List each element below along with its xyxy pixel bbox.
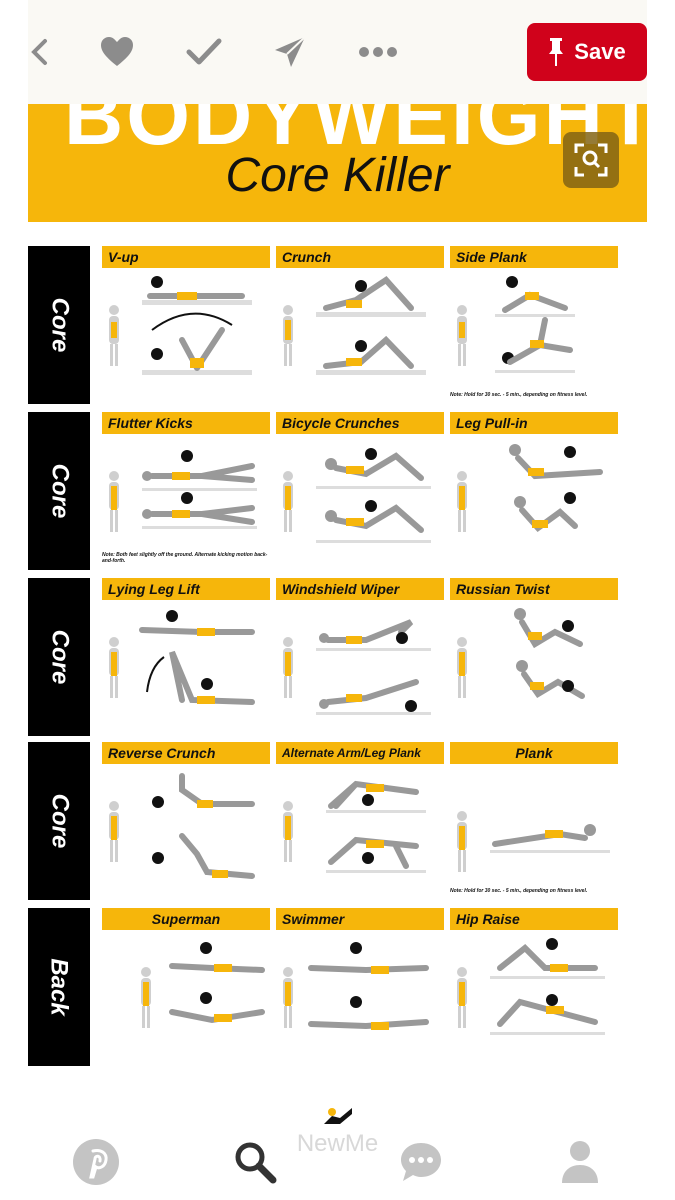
exercise-row-1: Core V-up Crunch: [28, 246, 647, 404]
exercise-flutter-kicks: Flutter Kicks Note: Both feet slightly o…: [102, 412, 270, 570]
exercise-illustration: [283, 619, 431, 715]
exercise-row-3: Core Lying Leg Lift Windshield Wiper: [28, 578, 647, 736]
back-icon[interactable]: [18, 30, 62, 74]
logo-icon: [323, 1108, 352, 1124]
exercise-illustration: [457, 811, 610, 872]
check-icon[interactable]: [182, 30, 226, 74]
poster-header: BODYWEIGHT Core Killer: [28, 104, 647, 222]
exercise-side-plank: Side Plank Note: Hold for 30 sec. - 5 mi…: [450, 246, 618, 404]
exercise-illustration: [109, 610, 255, 705]
messages-icon[interactable]: [393, 1134, 449, 1190]
exercise-illustration: [457, 276, 575, 373]
top-toolbar: Save: [0, 0, 675, 104]
exercise-leg-pull-in: Leg Pull-in: [450, 412, 618, 570]
exercise-superman: Superman: [102, 908, 270, 1066]
exercise-reverse-crunch: Reverse Crunch: [102, 742, 270, 900]
exercise-illustration: [283, 276, 426, 375]
row-label: Back: [28, 908, 90, 1066]
poster-subtitle: Core Killer: [225, 149, 450, 202]
exercise-illustration: [283, 448, 431, 543]
bottom-navigation: [0, 1120, 675, 1200]
exercise-illustration: [109, 773, 255, 879]
save-button-label: Save: [574, 39, 626, 64]
brand-watermark: NewMe: [0, 1000, 675, 1158]
exercise-illustration: [457, 938, 605, 1035]
exercise-illustration: [457, 608, 585, 699]
search-icon[interactable]: [227, 1134, 283, 1190]
exercise-illustration: [141, 942, 265, 1028]
exercise-row-4: Core Reverse Crunch Alternate Arm/Leg Pl…: [28, 742, 647, 900]
pin-image[interactable]: BODYWEIGHT Core Killer Core V-up: [28, 104, 647, 1094]
exercise-row-2: Core Flutter Kicks Note: Both feet sligh…: [28, 412, 647, 570]
profile-icon[interactable]: [552, 1134, 608, 1190]
exercise-illustration: [109, 450, 257, 532]
row-label: Core: [28, 578, 90, 736]
exercise-illustration: [283, 942, 429, 1030]
exercise-swimmer: Swimmer: [276, 908, 444, 1066]
pinterest-home-icon[interactable]: [68, 1134, 124, 1190]
exercise-crunch: Crunch: [276, 246, 444, 404]
row-label: Core: [28, 742, 90, 900]
poster-title: BODYWEIGHT: [64, 104, 647, 162]
exercise-lying-leg-lift: Lying Leg Lift: [102, 578, 270, 736]
exercise-bicycle-crunches: Bicycle Crunches: [276, 412, 444, 570]
exercise-v-up: V-up: [102, 246, 270, 404]
pin-icon: [549, 38, 564, 66]
lens-icon: [574, 143, 608, 177]
visual-search-button[interactable]: [563, 132, 619, 188]
save-button[interactable]: Save: [527, 23, 647, 81]
exercise-illustration: [457, 444, 603, 533]
heart-icon[interactable]: [95, 30, 139, 74]
more-icon[interactable]: [356, 30, 400, 74]
exercise-illustration: [109, 276, 252, 375]
exercise-illustration: [283, 780, 426, 873]
exercise-windshield-wiper: Windshield Wiper: [276, 578, 444, 736]
exercise-plank: Plank Note: Hold for 30 sec. - 5 min., d…: [450, 742, 618, 900]
exercise-alternate-arm-leg-plank: Alternate Arm/Leg Plank: [276, 742, 444, 900]
exercise-row-5: Back Superman Swimmer: [28, 908, 647, 1066]
send-icon[interactable]: [268, 30, 312, 74]
row-label: Core: [28, 246, 90, 404]
row-label: Core: [28, 412, 90, 570]
exercise-hip-raise: Hip Raise: [450, 908, 618, 1066]
exercise-russian-twist: Russian Twist: [450, 578, 618, 736]
